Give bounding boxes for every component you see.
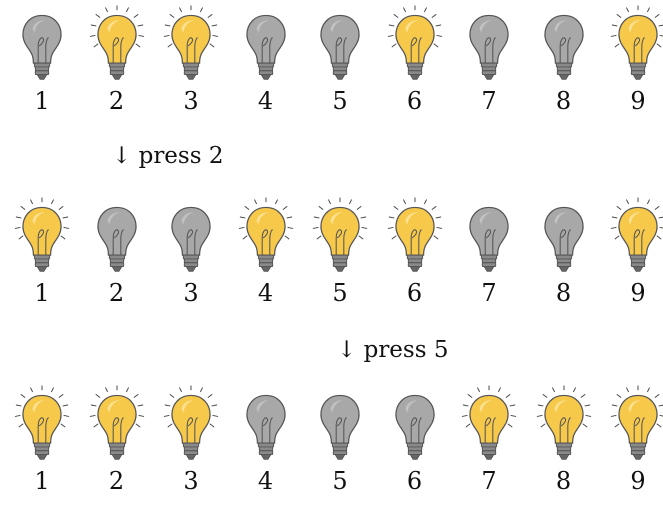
bulb-number: 2 bbox=[80, 278, 154, 308]
bulb-number: 8 bbox=[527, 86, 601, 116]
bulb-number: 7 bbox=[452, 86, 526, 116]
bulb-2: 2 bbox=[80, 4, 154, 124]
step-label: press 2 bbox=[139, 143, 224, 169]
bulb-7: 7 bbox=[452, 384, 526, 504]
bulb-1: 1 bbox=[5, 196, 79, 316]
bulb-3: 3 bbox=[154, 4, 228, 124]
bulb-row-after-press-2: 1 2 3 bbox=[0, 196, 663, 316]
bulb-number: 1 bbox=[5, 278, 79, 308]
step-press-5: ↓ press 5 bbox=[337, 336, 448, 364]
bulb-6: 6 bbox=[378, 4, 452, 124]
bulb-4: 4 bbox=[229, 4, 303, 124]
bulb-number: 3 bbox=[154, 278, 228, 308]
bulb-number: 6 bbox=[378, 86, 452, 116]
bulb-number: 8 bbox=[527, 278, 601, 308]
bulb-number: 1 bbox=[5, 86, 79, 116]
bulb-4: 4 bbox=[229, 196, 303, 316]
bulb-number: 6 bbox=[378, 278, 452, 308]
bulb-4: 4 bbox=[229, 384, 303, 504]
bulb-number: 2 bbox=[80, 466, 154, 496]
bulb-3: 3 bbox=[154, 384, 228, 504]
bulb-8: 8 bbox=[527, 196, 601, 316]
bulb-number: 4 bbox=[229, 86, 303, 116]
bulb-6: 6 bbox=[378, 196, 452, 316]
bulb-number: 9 bbox=[601, 278, 663, 308]
bulb-3: 3 bbox=[154, 196, 228, 316]
bulb-2: 2 bbox=[80, 384, 154, 504]
bulb-9: 9 bbox=[601, 384, 663, 504]
down-arrow-icon: ↓ bbox=[112, 143, 131, 169]
bulb-7: 7 bbox=[452, 196, 526, 316]
bulb-number: 8 bbox=[527, 466, 601, 496]
bulb-number: 7 bbox=[452, 278, 526, 308]
bulb-1: 1 bbox=[5, 4, 79, 124]
bulb-9: 9 bbox=[601, 196, 663, 316]
bulb-number: 9 bbox=[601, 86, 663, 116]
bulb-number: 6 bbox=[378, 466, 452, 496]
bulb-8: 8 bbox=[527, 4, 601, 124]
bulb-number: 3 bbox=[154, 466, 228, 496]
step-label: press 5 bbox=[364, 337, 449, 363]
bulb-number: 4 bbox=[229, 466, 303, 496]
bulb-2: 2 bbox=[80, 196, 154, 316]
bulb-number: 2 bbox=[80, 86, 154, 116]
bulb-5: 5 bbox=[303, 384, 377, 504]
bulb-7: 7 bbox=[452, 4, 526, 124]
bulb-row-initial: 1 2 bbox=[0, 4, 663, 124]
step-press-2: ↓ press 2 bbox=[112, 142, 223, 170]
down-arrow-icon: ↓ bbox=[337, 337, 356, 363]
bulb-6: 6 bbox=[378, 384, 452, 504]
bulb-number: 5 bbox=[303, 86, 377, 116]
bulb-number: 4 bbox=[229, 278, 303, 308]
bulb-number: 1 bbox=[5, 466, 79, 496]
bulb-number: 7 bbox=[452, 466, 526, 496]
bulb-9: 9 bbox=[601, 4, 663, 124]
bulb-1: 1 bbox=[5, 384, 79, 504]
bulb-8: 8 bbox=[527, 384, 601, 504]
bulb-number: 5 bbox=[303, 278, 377, 308]
bulb-number: 3 bbox=[154, 86, 228, 116]
bulb-5: 5 bbox=[303, 4, 377, 124]
bulb-5: 5 bbox=[303, 196, 377, 316]
bulb-number: 9 bbox=[601, 466, 663, 496]
bulb-number: 5 bbox=[303, 466, 377, 496]
bulb-row-after-press-5: 1 2 bbox=[0, 384, 663, 504]
